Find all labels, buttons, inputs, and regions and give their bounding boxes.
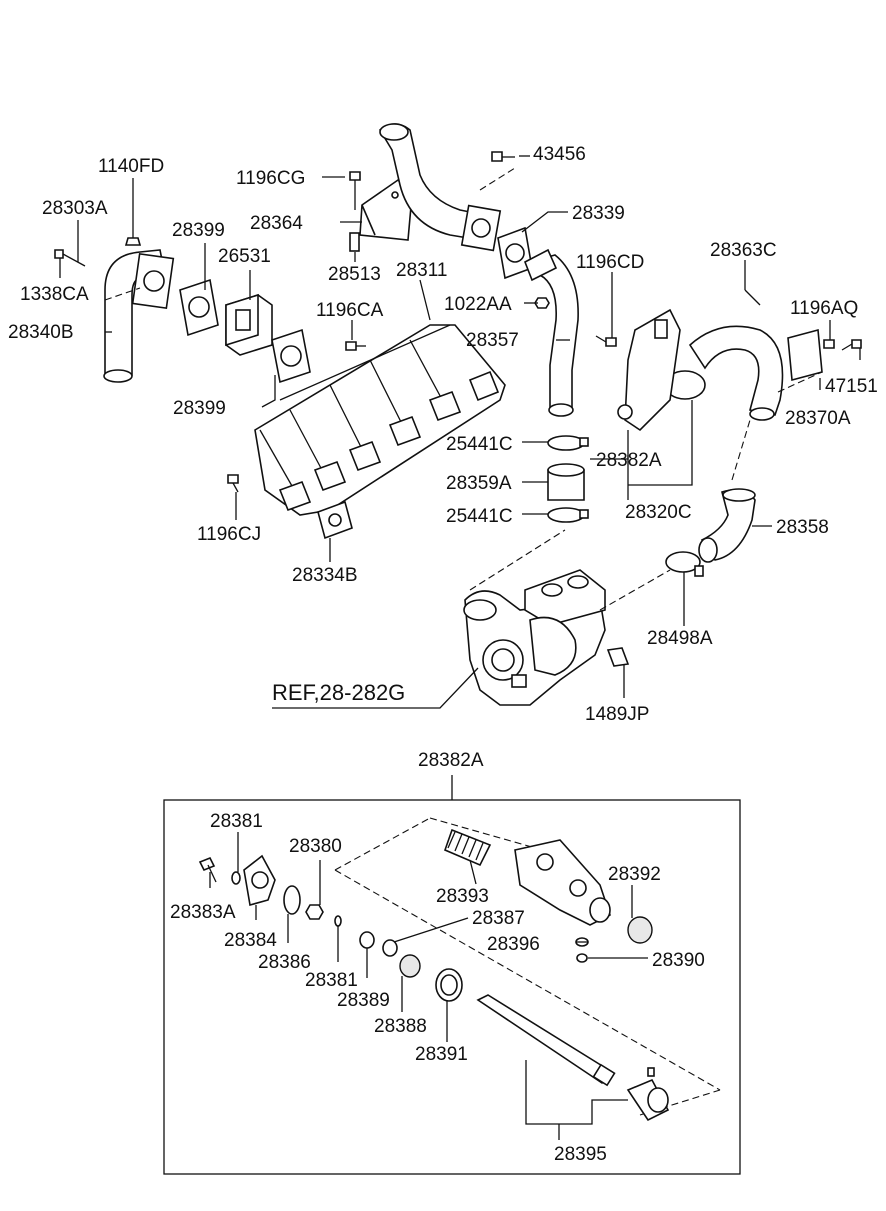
label-28395: 28395 bbox=[554, 1144, 607, 1165]
bracket-28370A bbox=[787, 328, 823, 382]
pipe-assy-28320C bbox=[664, 325, 784, 421]
label-1196CD: 1196CD bbox=[576, 252, 644, 273]
dashed-guides-top bbox=[104, 167, 823, 611]
bracket-28364 bbox=[359, 178, 413, 241]
bolt-1196CA bbox=[345, 341, 366, 351]
label-28382A-detail: 28382A bbox=[418, 750, 484, 771]
label-1338CA: 1338CA bbox=[20, 284, 89, 305]
bushing-28388 bbox=[399, 954, 421, 978]
cover-28384 bbox=[243, 854, 276, 907]
fitting-1489JP bbox=[606, 647, 630, 667]
label-28399-upper: 28399 bbox=[172, 220, 225, 241]
bolt-47151 bbox=[841, 339, 862, 351]
label-1140FD: 1140FD bbox=[98, 156, 164, 177]
label-28358: 28358 bbox=[776, 517, 829, 538]
elbow-pipe-28340B bbox=[103, 249, 175, 383]
label-ref-28-282G: REF,28-282G bbox=[272, 680, 405, 705]
oring-28381-a bbox=[231, 871, 241, 885]
valve-28382A bbox=[617, 308, 681, 432]
s-pipe-upper bbox=[378, 123, 502, 252]
bolt-1196AQ bbox=[823, 339, 835, 349]
label-28391: 28391 bbox=[415, 1044, 468, 1065]
label-28380: 28380 bbox=[289, 836, 342, 857]
label-28334B: 28334B bbox=[292, 565, 358, 586]
label-28384: 28384 bbox=[224, 930, 277, 951]
clamp-25441C-upper bbox=[547, 435, 589, 451]
spring-28393 bbox=[443, 828, 492, 867]
label-28396: 28396 bbox=[487, 934, 540, 955]
bolt-1140FD bbox=[124, 230, 142, 246]
nut-28390 bbox=[576, 953, 588, 963]
label-28387: 28387 bbox=[472, 908, 525, 929]
label-28364: 28364 bbox=[250, 213, 303, 234]
washer-28387 bbox=[382, 939, 398, 957]
label-28513: 28513 bbox=[328, 264, 381, 285]
gasket-28399-upper bbox=[179, 278, 219, 337]
label-25441C-upper: 25441C bbox=[446, 434, 513, 455]
bolt-43456 bbox=[491, 151, 515, 162]
seal-28391 bbox=[435, 968, 463, 1002]
label-28370A: 28370A bbox=[785, 408, 851, 429]
hose-28358 bbox=[698, 488, 756, 563]
label-28320C: 28320C bbox=[625, 502, 692, 523]
label-28359A: 28359A bbox=[446, 473, 512, 494]
pin-28513 bbox=[349, 232, 360, 252]
label-1196CA: 1196CA bbox=[316, 300, 384, 321]
bolt-1196CD bbox=[595, 335, 617, 347]
gasket-28399-lower bbox=[271, 328, 311, 384]
label-1196CJ: 1196CJ bbox=[197, 524, 261, 545]
bushing-28389 bbox=[359, 931, 375, 949]
label-1196CG: 1196CG bbox=[236, 168, 305, 189]
oring-28381-b bbox=[334, 915, 342, 927]
part-labels: 1140FD 28303A 1338CA 28340B 28399 26531 … bbox=[8, 144, 878, 1165]
label-28363C: 28363C bbox=[710, 240, 777, 261]
label-28389: 28389 bbox=[337, 990, 390, 1011]
shaft-28395 bbox=[476, 994, 670, 1122]
seal-28386 bbox=[283, 885, 301, 915]
label-28390: 28390 bbox=[652, 950, 705, 971]
screw-28383A bbox=[198, 856, 217, 883]
label-28386: 28386 bbox=[258, 952, 311, 973]
label-28393: 28393 bbox=[436, 886, 489, 907]
label-28388: 28388 bbox=[374, 1016, 427, 1037]
label-28381-a: 28381 bbox=[210, 811, 263, 832]
label-1196AQ: 1196AQ bbox=[790, 298, 858, 319]
label-28382A-upper: 28382A bbox=[596, 450, 662, 471]
label-43456: 43456 bbox=[533, 144, 586, 165]
clamp-28498A bbox=[665, 551, 704, 577]
label-28383A: 28383A bbox=[170, 902, 236, 923]
label-28339: 28339 bbox=[572, 203, 625, 224]
bolt-1196CG bbox=[349, 171, 361, 210]
label-28399-lower: 28399 bbox=[173, 398, 226, 419]
nut-28380 bbox=[305, 904, 324, 920]
label-28303A: 28303A bbox=[42, 198, 108, 219]
bolt-1196CJ bbox=[227, 474, 239, 493]
label-28357: 28357 bbox=[466, 330, 519, 351]
label-26531: 26531 bbox=[218, 246, 271, 267]
label-28392: 28392 bbox=[608, 864, 661, 885]
label-28340B: 28340B bbox=[8, 322, 74, 343]
label-28498A: 28498A bbox=[647, 628, 713, 649]
housing-28392 bbox=[514, 839, 611, 926]
clamp-25441C-lower bbox=[547, 507, 589, 523]
leader-lines bbox=[59, 155, 861, 1140]
gasket-28339 bbox=[497, 226, 533, 280]
pipe-28357 bbox=[523, 248, 579, 417]
label-1022AA: 1022AA bbox=[444, 294, 512, 315]
manifold-28311 bbox=[254, 324, 506, 516]
bolt-1338CA bbox=[54, 249, 86, 267]
label-28311: 28311 bbox=[396, 260, 447, 281]
label-25441C-lower: 25441C bbox=[446, 506, 513, 527]
clip-28363C bbox=[744, 289, 761, 306]
spacer-26531 bbox=[225, 293, 273, 356]
label-47151: 47151 bbox=[825, 376, 878, 397]
turbocharger bbox=[463, 569, 606, 706]
gasket-28334B bbox=[317, 500, 353, 540]
label-28381-b: 28381 bbox=[305, 970, 358, 991]
label-1489JP: 1489JP bbox=[585, 704, 649, 725]
hose-28359A bbox=[547, 463, 585, 501]
bushing-28390-body bbox=[627, 916, 653, 944]
